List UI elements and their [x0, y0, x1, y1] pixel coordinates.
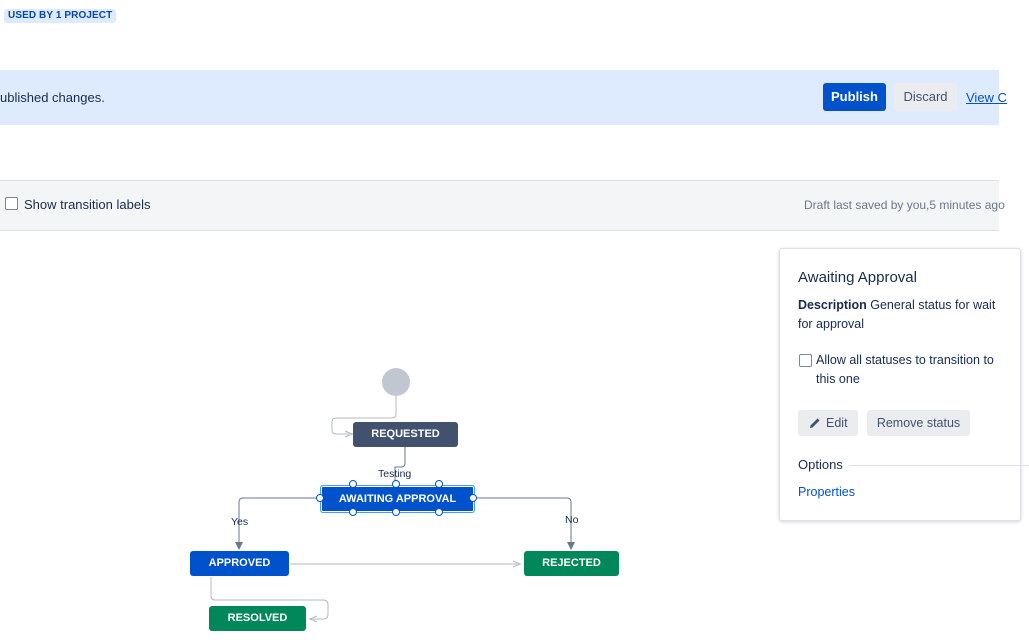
properties-link[interactable]: Properties — [798, 485, 855, 499]
pencil-icon — [810, 418, 820, 428]
description-text: General status for wait for approval — [798, 298, 996, 331]
status-resolved[interactable]: RESOLVED — [209, 606, 306, 631]
transition-lines — [210, 368, 575, 644]
show-labels-checkbox[interactable] — [5, 197, 18, 210]
allow-all-label[interactable]: Allow all statuses to transition to this… — [816, 353, 994, 386]
show-labels-label[interactable]: Show transition labels — [24, 197, 151, 212]
status-approved[interactable]: APPROVED — [190, 551, 289, 576]
publish-button[interactable]: Publish — [823, 83, 886, 111]
status-rejected[interactable]: REJECTED — [524, 551, 619, 576]
transition-label-no[interactable]: No — [565, 514, 579, 526]
status-details-panel: Awaiting Approval Description General st… — [779, 248, 1029, 521]
options-heading: Options — [798, 457, 843, 472]
panel-title: Awaiting Approval — [798, 269, 917, 286]
draft-status: Draft last saved by you,5 minutes ago — [804, 198, 1005, 212]
options-divider — [849, 465, 1029, 466]
workflow-diagram: REQUESTED Testing AWAITING APPROVAL Yes … — [0, 230, 999, 644]
status-awaiting-approval[interactable]: AWAITING APPROVAL — [320, 485, 475, 513]
transition-label-yes[interactable]: Yes — [231, 516, 249, 528]
status-requested[interactable]: REQUESTED — [353, 422, 458, 447]
discard-button[interactable]: Discard — [894, 83, 957, 111]
allow-all-checkbox[interactable] — [799, 354, 812, 367]
usage-badge: USED BY 1 PROJECT — [4, 9, 117, 23]
diagram-toolbar: Show transition labels Draft last saved … — [0, 180, 1005, 231]
status-description: Description General status for wait for … — [798, 296, 1003, 334]
remove-status-button[interactable]: Remove status — [867, 410, 970, 436]
start-node[interactable] — [382, 368, 410, 396]
edit-label: Edit — [826, 416, 848, 430]
edit-button[interactable]: Edit — [798, 410, 858, 436]
banner-message: ublished changes. — [0, 90, 105, 105]
view-changes-link[interactable]: View C — [966, 90, 1007, 105]
transition-label-testing[interactable]: Testing — [378, 468, 412, 480]
description-label: Description — [798, 298, 867, 312]
